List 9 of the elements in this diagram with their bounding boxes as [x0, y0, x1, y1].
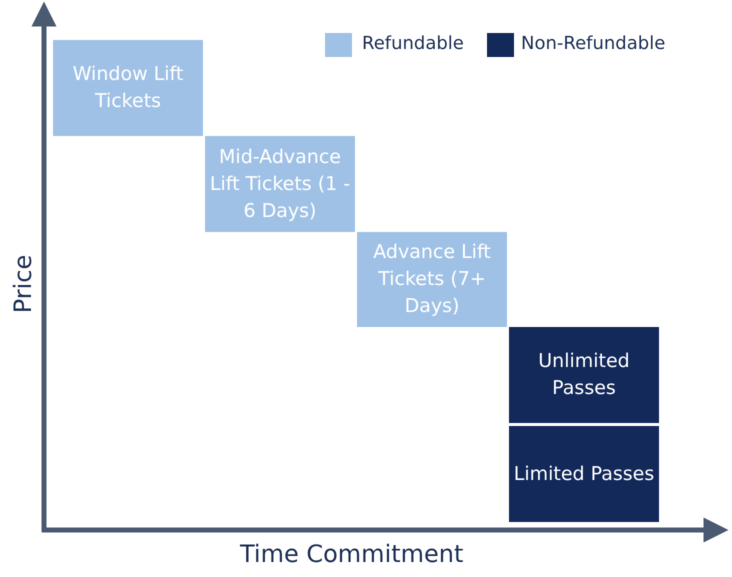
legend-label: Non-Refundable	[521, 33, 666, 54]
ticket-box: Window Lift Tickets	[53, 40, 203, 136]
y-axis-label: Price	[9, 254, 37, 316]
x-axis-label: Time Commitment	[240, 540, 464, 568]
ticket-box: Limited Passes	[509, 426, 659, 522]
ticket-box: Mid-Advance Lift Tickets (1 - 6 Days)	[205, 136, 355, 232]
ticket-box: Advance Lift Tickets (7+ Days)	[357, 232, 507, 327]
ticket-box: Unlimited Passes	[509, 327, 659, 423]
legend-label: Refundable	[362, 33, 464, 54]
